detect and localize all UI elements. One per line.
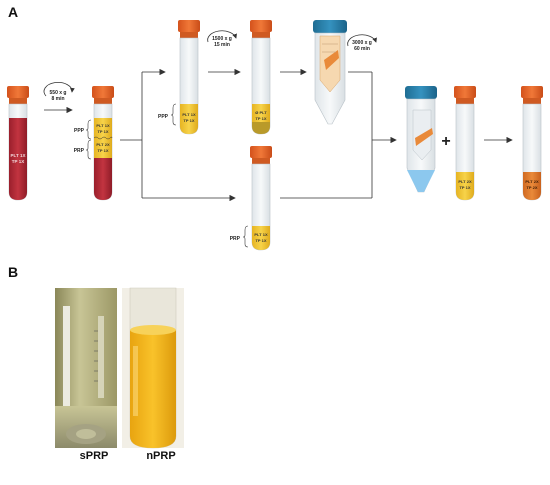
bracket-ppp: PPP [158, 114, 169, 120]
step1-time: 8 min [51, 96, 64, 102]
ppp-label-bottom: TP 1X [183, 118, 194, 123]
ppp-label-top: PLT 1X [182, 112, 196, 117]
centrifuge-step-2: 1500 x g 15 min [207, 30, 237, 48]
step3-force: 3000 x g [352, 40, 372, 46]
sep-label-4: TP 1X [97, 148, 108, 153]
blood-label-top: PLT 1X [11, 153, 26, 158]
final-a-label-bottom: TP 1X [459, 185, 470, 190]
bracket-prp-lower: PRP [74, 148, 85, 154]
sep-label-1: PLT 1X [96, 123, 110, 128]
split-connector [120, 68, 236, 202]
sprp-caption: sPRP [79, 450, 109, 462]
step2-force: 1500 x g [212, 36, 232, 42]
workflow-diagram: PLT 1X TP 1X 550 x g 8 min PLT 1X TP 1X … [7, 20, 543, 251]
step1-force: 550 x g [50, 90, 67, 96]
centrifuge-step-3: 3000 x g 60 min [347, 34, 377, 52]
final-b-label-top: PLT 2X [525, 179, 539, 184]
merge-connector [280, 71, 397, 199]
final-b-label-bottom: TP 2X [526, 185, 537, 190]
sprp-photo [55, 288, 117, 448]
nprp-caption: nPRP [146, 450, 176, 462]
concentrated-tube-b: PLT 2X TP 2X [521, 86, 543, 201]
step2-time: 15 min [214, 42, 230, 48]
sep-label-2: TP 1X [97, 129, 108, 134]
depleted-label-top: Ø PLT [255, 110, 267, 115]
prp-label-top: PLT 1X [254, 232, 268, 237]
bracket-ppp-upper: PPP [74, 128, 85, 134]
panel-a-label: A [8, 4, 19, 20]
concentrated-tube-a: PLT 2X TP 1X [454, 86, 476, 201]
ppp-tube: PLT 1X TP 1X PPP [158, 20, 200, 135]
concentrator-filtered [405, 86, 437, 193]
concentrator-device [313, 20, 347, 125]
bracket-prp: PRP [230, 236, 241, 242]
plus-operator: + [441, 133, 450, 150]
whole-blood-tube: PLT 1X TP 1X [7, 86, 29, 201]
blood-label-bottom: TP 1X [12, 159, 24, 164]
panel-b-label: B [8, 264, 19, 280]
platelet-depleted-tube: Ø PLT TP 1X [250, 20, 272, 135]
depleted-label-bottom: TP 1X [255, 116, 266, 121]
photo-panel [55, 287, 184, 449]
prp-tube: PLT 1X TP 1X PRP [230, 146, 272, 251]
sep-label-3: PLT 2X [96, 142, 110, 147]
centrifuge-step-1: 550 x g 8 min [43, 82, 75, 102]
final-a-label-top: PLT 2X [458, 179, 472, 184]
nprp-photo [122, 287, 184, 449]
prp-label-bottom: TP 1X [255, 238, 266, 243]
separated-blood-tube: PLT 1X TP 1X PLT 2X TP 1X PPP PRP [74, 86, 114, 201]
step3-time: 60 min [354, 46, 370, 52]
